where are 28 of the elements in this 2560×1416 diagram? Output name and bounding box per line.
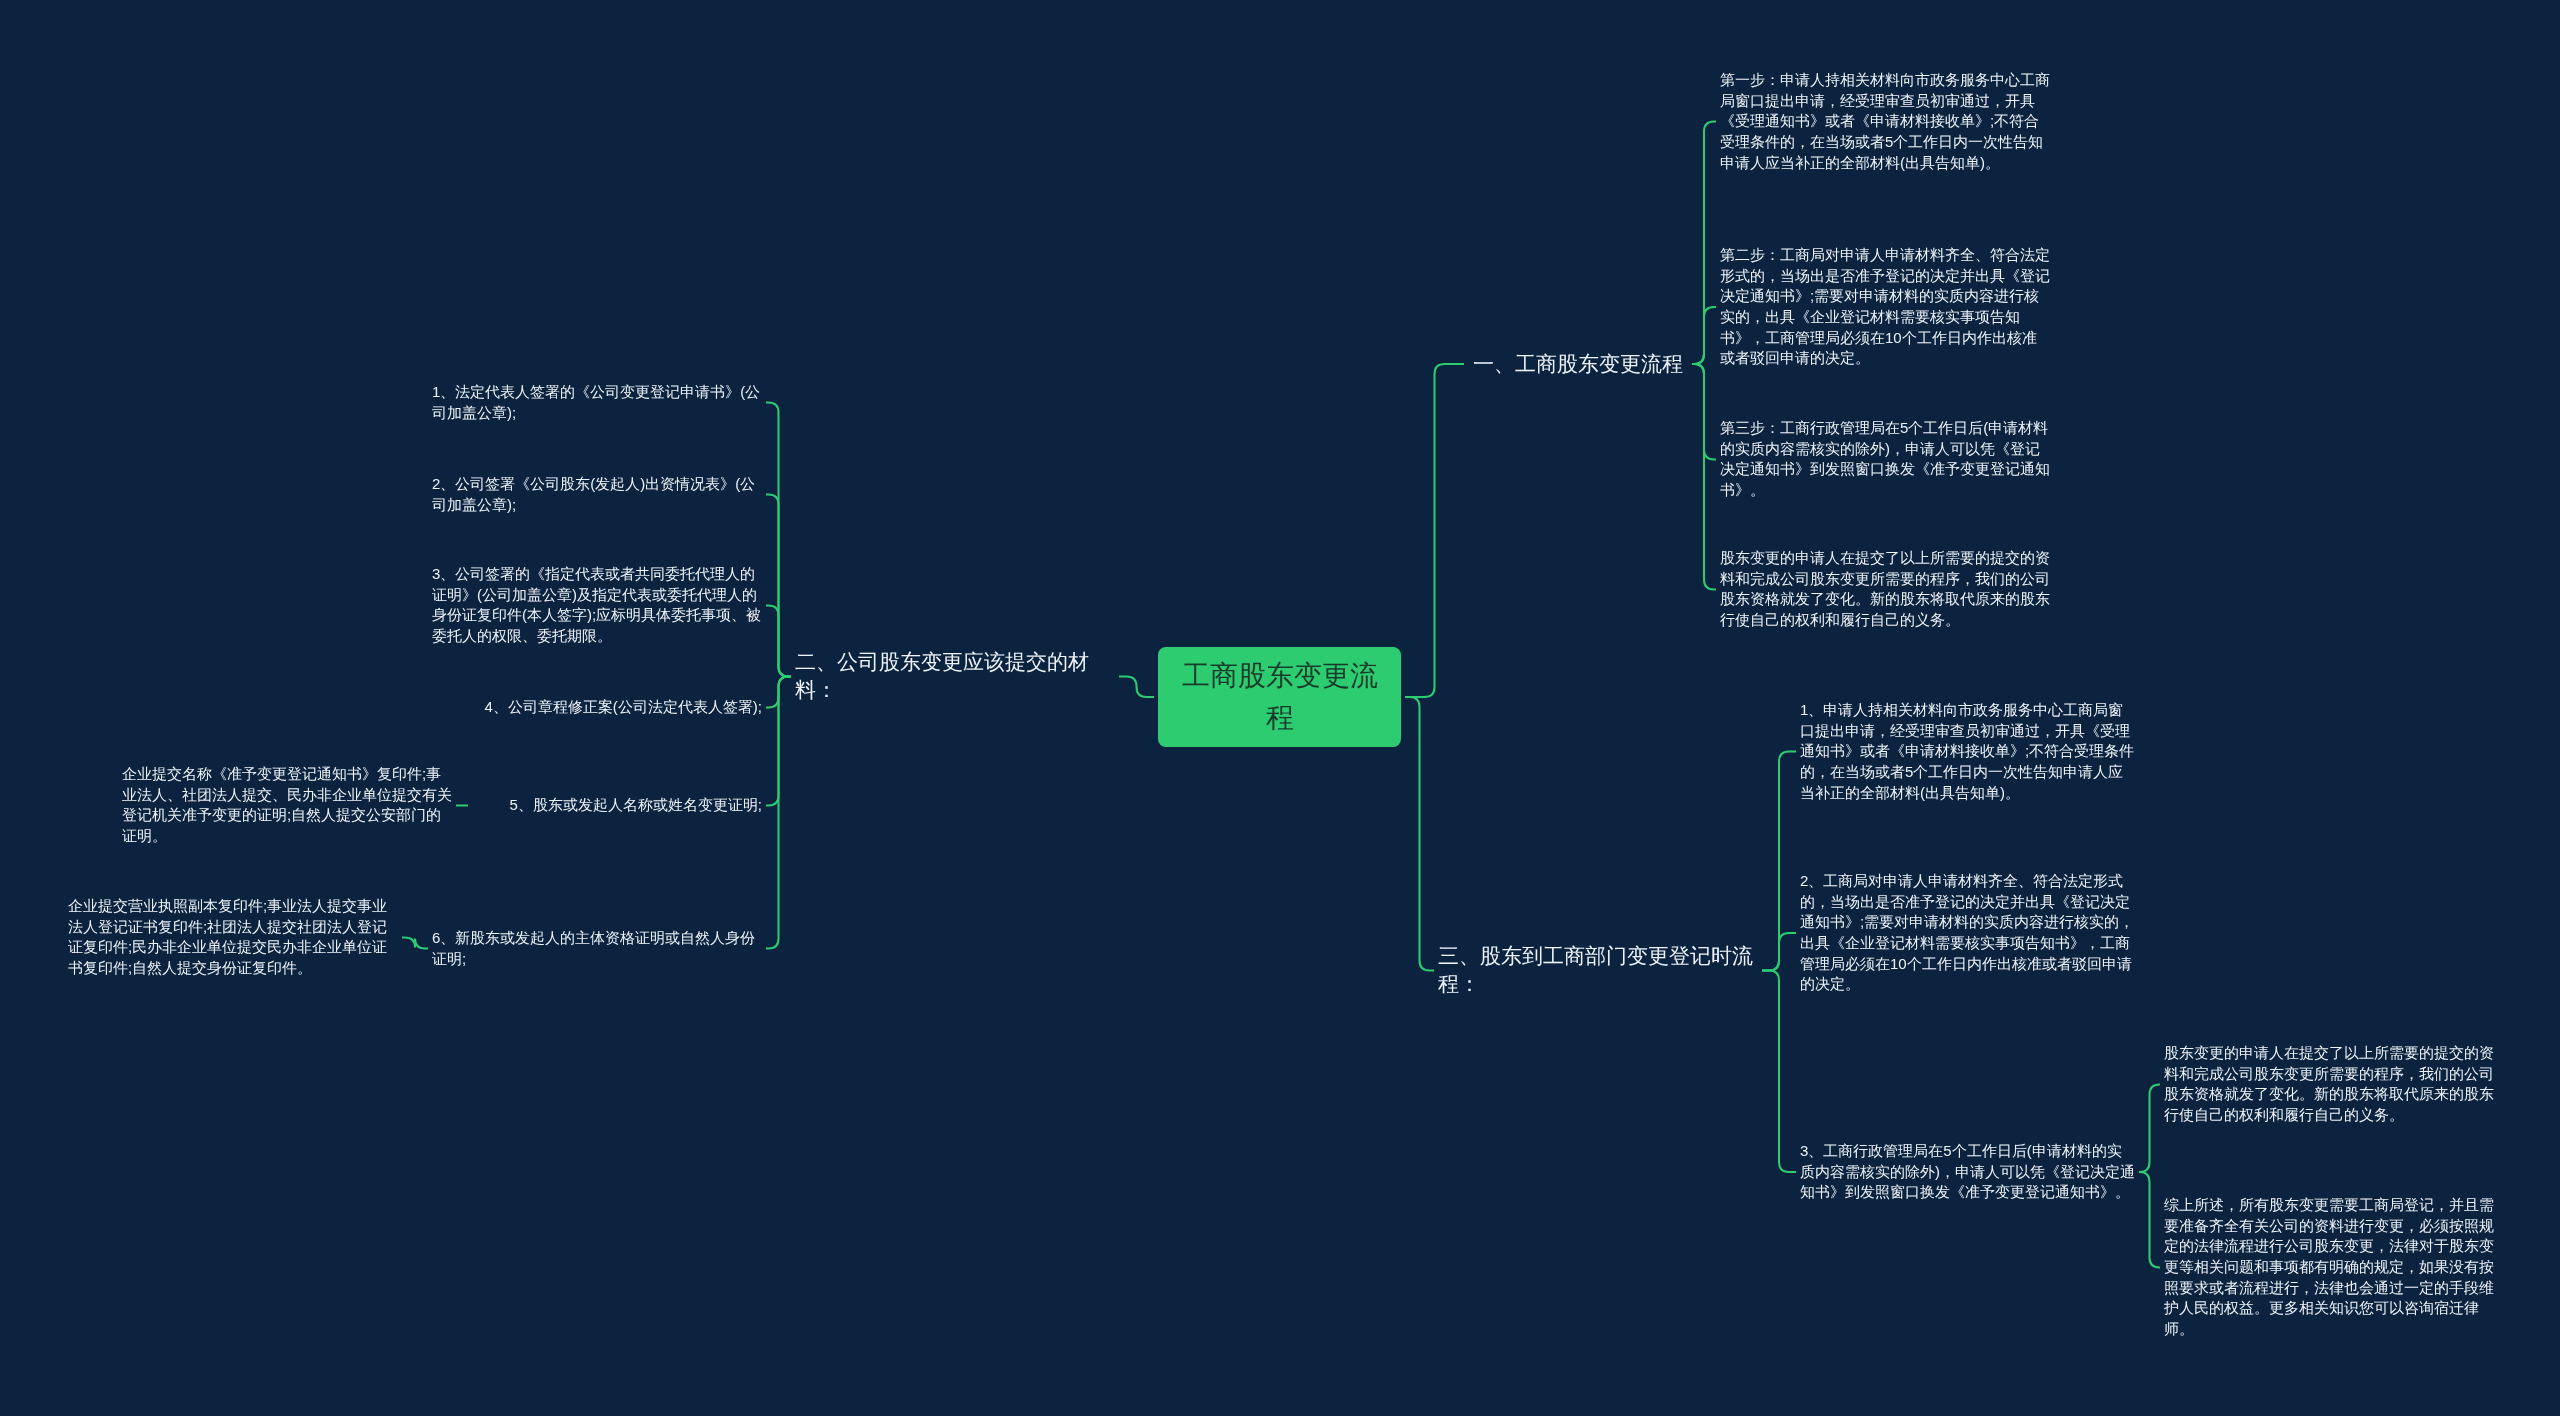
connector-line: [765, 604, 792, 678]
root-topic: 工商股东变更流程: [1158, 647, 1401, 747]
connector-line: [401, 936, 429, 950]
topic-text: 企业提交名称《准予变更登记通知书》复印件;事业法人、社团法人提交、民办非企业单位提交有关登记机关准予变更的证明;自然人提交公安部门的证明。: [122, 764, 452, 847]
topic-text: 第二步：工商局对申请人申请材料齐全、符合法定形式的，当场出是否准予登记的决定并出具《登记决定通知书》;需要对申请材料的实质内容进行核实的，出具《企业登记材料需要核实事项告知书》，工商管理局必须在10个工作日内作出核准或者驳回申请的决定。: [1720, 245, 2050, 370]
topic-text: 第一步：申请人持相关材料向市政务服务中心工商局窗口提出申请，经受理审查员初审通过，开具《受理通知书》或者《申请材料接收单》;不符合受理条件的，在当场或者5个工作日内一次性告知申请人应当补正的全部材料(出具告知单)。: [1720, 70, 2050, 174]
branch-topic: 二、公司股东变更应该提交的材料：: [795, 648, 1115, 705]
topic-text: 企业提交营业执照副本复印件;事业法人提交事业法人登记证书复印件;社团法人提交社团法人登记证复印件;民办非企业单位提交民办非企业单位证书复印件;自然人提交身份证复印件。: [68, 896, 398, 979]
topic-text: 5、股东或发起人名称或姓名变更证明;: [472, 795, 762, 816]
branch-topic: 一、工商股东变更流程: [1468, 350, 1688, 379]
connector-line: [1691, 363, 1717, 591]
topic-text: 3、工商行政管理局在5个工作日后(申请材料的实质内容需核实的除外)，申请人可以凭《登记决定通知书》到发照窗口换发《准予变更登记通知书》。: [1800, 1141, 2135, 1204]
connector-line: [2138, 1171, 2161, 1269]
branch-topic: 三、股东到工商部门变更登记时流程：: [1438, 942, 1758, 999]
topic-text: 股东变更的申请人在提交了以上所需要的提交的资料和完成公司股东变更所需要的程序，我们的公司股东资格就发了变化。新的股东将取代原来的股东行使自己的权利和履行自己的义务。: [1720, 548, 2050, 631]
topic-text: 2、工商局对申请人申请材料齐全、符合法定形式的，当场出是否准予登记的决定并出具《登记决定通知书》;需要对申请材料的实质内容进行核实的，出具《企业登记材料需要核实事项告知书》，工商管理局必须在10个工作日内作出核准或者驳回申请的决定。: [1800, 871, 2135, 996]
connector-line: [1118, 675, 1155, 698]
topic-text: 第三步：工商行政管理局在5个工作日后(申请材料的实质内容需核实的除外)，申请人可以凭《登记决定通知书》到发照窗口换发《准予变更登记通知书》。: [1720, 418, 2050, 501]
topic-text: 3、公司签署的《指定代表或者共同委托代理人的证明》(公司加盖公章)及指定代表或委托代理人的身份证复印件(本人签字);应标明具体委托事项、被委托人的权限、委托期限。: [432, 564, 762, 647]
connector-line: [455, 804, 469, 807]
topic-text: 2、公司签署《公司股东(发起人)出资情况表》(公司加盖公章);: [432, 474, 762, 516]
connector-line: [765, 675, 792, 950]
topic-text: 4、公司章程修正案(公司法定代表人签署);: [432, 697, 762, 718]
topic-text: 1、申请人持相关材料向市政务服务中心工商局窗口提出申请，经受理审查员初审通过，开具《受理通知书》或者《申请材料接收单》;不符合受理条件的，在当场或者5个工作日内一次性告知申请人应当补正的全部材料(出具告知单)。: [1800, 700, 2135, 804]
topic-text: 综上所述，所有股东变更需要工商局登记，并且需要准备齐全有关公司的资料进行变更，必须按照规定的法律流程进行公司股东变更，法律对于股东变更等相关问题和事项都有明确的规定，如果没有按照要求或者流程进行，法律也会通过一定的手段维护人民的权益。更多相关知识您可以咨询宿迁律师。: [2164, 1195, 2499, 1340]
topic-text: 股东变更的申请人在提交了以上所需要的提交的资料和完成公司股东变更所需要的程序，我们的公司股东资格就发了变化。新的股东将取代原来的股东行使自己的权利和履行自己的义务。: [2164, 1043, 2499, 1126]
topic-text: 1、法定代表人签署的《公司变更登记申请书》(公司加盖公章);: [432, 382, 762, 424]
topic-text: 6、新股东或发起人的主体资格证明或自然人身份证明;: [432, 928, 762, 970]
